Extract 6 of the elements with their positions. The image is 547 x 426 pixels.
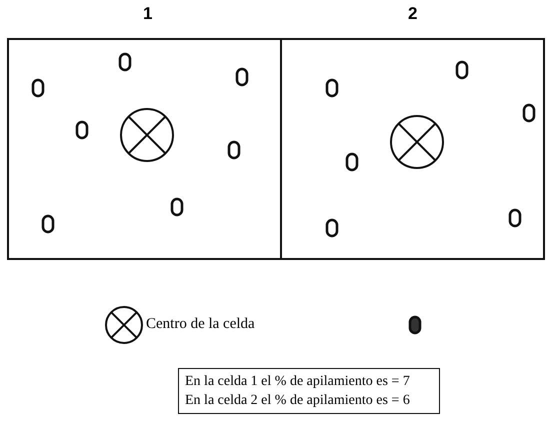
cell-number: 2 bbox=[408, 4, 418, 24]
note-text: En la celda 2 el % de apilamiento es = 6 bbox=[185, 392, 411, 410]
note-text: En la celda 1 el % de apilamiento es = 7 bbox=[185, 373, 411, 391]
note-box bbox=[178, 368, 440, 414]
cell-number: 1 bbox=[143, 4, 152, 24]
legend-text: Centro de la celda bbox=[146, 316, 255, 333]
